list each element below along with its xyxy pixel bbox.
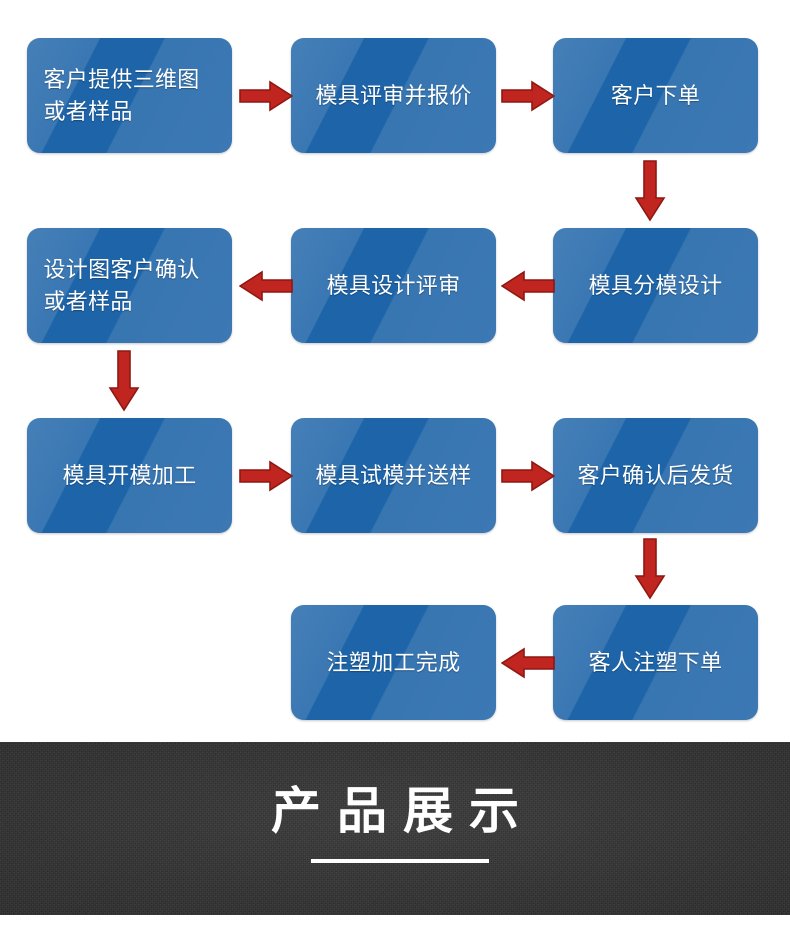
banner-underline-rule xyxy=(311,859,489,863)
process-node-ship-after-confirmation[interactable]: 客户确认后发货 xyxy=(553,418,758,533)
process-flow-diagram: 客户提供三维图 或者样品 模具评审并报价 客户下单 设计图客户确认 或者样品 模… xyxy=(27,38,758,720)
banner-heading: 产品展示 xyxy=(271,783,535,839)
process-node-mold-review-and-quote[interactable]: 模具评审并报价 xyxy=(291,38,496,153)
process-node-mold-parting-design[interactable]: 模具分模设计 xyxy=(553,228,758,343)
process-node-customer-injection-order[interactable]: 客人注塑下单 xyxy=(553,605,758,720)
process-node-label: 模具分模设计 xyxy=(588,272,723,298)
process-node-mold-design-review[interactable]: 模具设计评审 xyxy=(291,228,496,343)
product-showcase-banner: 产品展示 xyxy=(0,742,790,915)
process-node-label: 客人注塑下单 xyxy=(588,649,723,675)
process-node-label: 客户确认后发货 xyxy=(577,462,734,488)
arrow-right-icon xyxy=(501,460,555,492)
arrow-left-icon xyxy=(501,270,555,302)
process-node-mold-trial-and-sample[interactable]: 模具试模并送样 xyxy=(291,418,496,533)
arrow-right-icon xyxy=(501,80,555,112)
process-node-design-drawing-confirmation[interactable]: 设计图客户确认 或者样品 xyxy=(27,228,232,343)
arrow-down-icon xyxy=(108,350,140,412)
process-node-label: 注塑加工完成 xyxy=(326,649,461,675)
process-node-customer-provides-3d-drawing[interactable]: 客户提供三维图 或者样品 xyxy=(27,38,232,153)
arrow-down-icon xyxy=(634,160,666,222)
arrow-left-icon xyxy=(239,270,293,302)
arrow-right-icon xyxy=(239,80,293,112)
arrow-left-icon xyxy=(501,647,555,679)
arrow-down-icon xyxy=(634,538,666,600)
process-node-label: 模具评审并报价 xyxy=(315,82,472,108)
process-node-customer-places-order[interactable]: 客户下单 xyxy=(553,38,758,153)
process-node-injection-molding-complete[interactable]: 注塑加工完成 xyxy=(291,605,496,720)
process-node-label: 模具开模加工 xyxy=(62,462,197,488)
process-node-label: 客户提供三维图 或者样品 xyxy=(43,66,200,124)
arrow-right-icon xyxy=(239,460,293,492)
process-node-mold-opening-machining[interactable]: 模具开模加工 xyxy=(27,418,232,533)
process-node-label: 模具设计评审 xyxy=(326,272,461,298)
process-node-label: 客户下单 xyxy=(610,82,701,108)
process-node-label: 设计图客户确认 或者样品 xyxy=(43,256,200,314)
process-node-label: 模具试模并送样 xyxy=(315,462,472,488)
